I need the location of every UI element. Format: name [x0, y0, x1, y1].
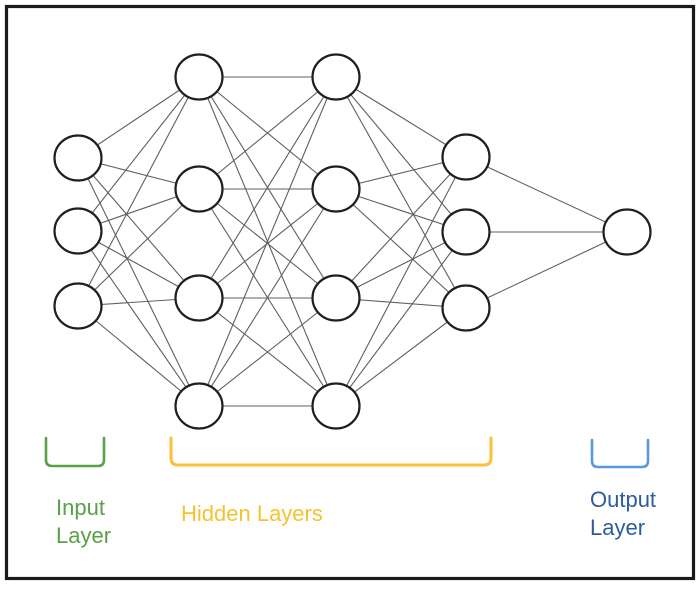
hidden-layer-1-node	[174, 165, 224, 213]
network-edge	[77, 157, 200, 299]
edges-group	[77, 76, 628, 407]
network-edge	[198, 297, 337, 407]
hidden-bracket	[169, 436, 493, 467]
hidden-layer-1-node	[174, 53, 224, 101]
network-edge	[77, 76, 200, 232]
hidden-layer-2-node	[311, 274, 361, 322]
hidden-layer-2-node	[311, 53, 361, 101]
hidden-layer-3-node	[441, 284, 491, 332]
network-edge	[335, 188, 467, 309]
hidden-layer-1-node	[174, 382, 224, 430]
hidden-layers-label-line1: Hidden Layers	[181, 501, 323, 526]
input-layer-node	[53, 134, 103, 182]
network-edge	[335, 76, 467, 233]
network-edge	[465, 231, 628, 309]
network-edge	[198, 76, 337, 407]
input-layer-node	[53, 207, 103, 255]
network-edge	[77, 188, 200, 307]
hidden-layer-2-node	[311, 382, 361, 430]
network-edge	[77, 157, 200, 407]
network-edge	[77, 305, 200, 407]
output-layer-label: Output Layer	[590, 486, 656, 542]
nodes-group	[53, 53, 652, 430]
input-bracket	[44, 436, 106, 468]
output-layer-label-line1: Output	[590, 487, 657, 512]
network-edge	[335, 156, 467, 407]
network-edge	[198, 76, 337, 190]
input-layer-label: Input Layer	[56, 494, 111, 550]
network-edge	[198, 76, 337, 299]
network-edge	[198, 188, 337, 299]
network-edge	[77, 230, 200, 407]
hidden-layer-2-node	[311, 165, 361, 213]
output-layer-node	[602, 208, 652, 256]
hidden-layer-3-node	[441, 208, 491, 256]
network-edge	[335, 76, 467, 309]
hidden-layer-3-node	[441, 133, 491, 181]
network-edge	[335, 231, 467, 407]
hidden-layer-1-node	[174, 274, 224, 322]
network-edge	[335, 307, 467, 407]
input-layer-node	[53, 282, 103, 330]
brackets-group	[44, 436, 650, 469]
network-edge	[335, 76, 467, 158]
frame-border	[4, 4, 696, 581]
network-edge	[77, 76, 200, 307]
input-layer-label-line1: Input	[56, 495, 105, 520]
output-layer-label-line2: Layer	[590, 515, 646, 540]
input-layer-label-line2: Layer	[56, 523, 112, 548]
output-bracket	[590, 438, 650, 469]
network-edge	[335, 156, 467, 299]
network-edge	[465, 156, 628, 233]
network-edge	[198, 188, 337, 407]
hidden-layers-label: Hidden Layers	[181, 500, 323, 528]
